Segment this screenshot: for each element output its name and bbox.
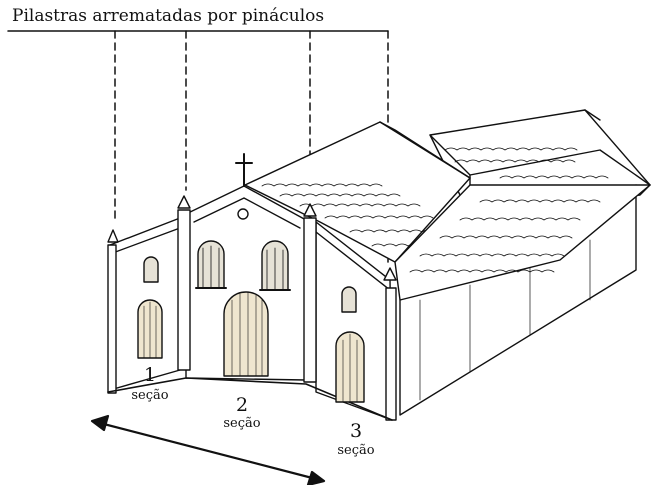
section-1-number: 1 (143, 364, 157, 386)
arrowhead-left (90, 414, 110, 432)
side-wall-texture (419, 239, 591, 401)
section-2-label: seção (223, 416, 261, 431)
pilaster-1 (177, 209, 191, 371)
main-roof (244, 121, 471, 263)
pilaster-3 (385, 287, 397, 421)
right-nave (394, 184, 651, 301)
pinnacle-2 (303, 203, 317, 217)
pilaster-4 (107, 244, 117, 394)
pinnacle-1 (177, 195, 191, 209)
facade (107, 153, 397, 421)
arrow-shaft (94, 420, 322, 482)
arrowhead-right (306, 470, 326, 485)
pilaster-2 (303, 217, 317, 383)
section-3-number: 3 (349, 420, 363, 442)
section-1-label: seção (131, 388, 169, 403)
oculus (237, 208, 249, 220)
pinnacle-3 (383, 267, 397, 281)
double-arrow (90, 414, 326, 485)
pinnacle-4 (107, 229, 119, 243)
section-2-number: 2 (235, 394, 249, 416)
section-3-label: seção (337, 443, 375, 458)
windows (143, 240, 357, 313)
diagram-title: Pilastras arrematadas por pináculos (12, 6, 325, 26)
doors (137, 291, 365, 403)
